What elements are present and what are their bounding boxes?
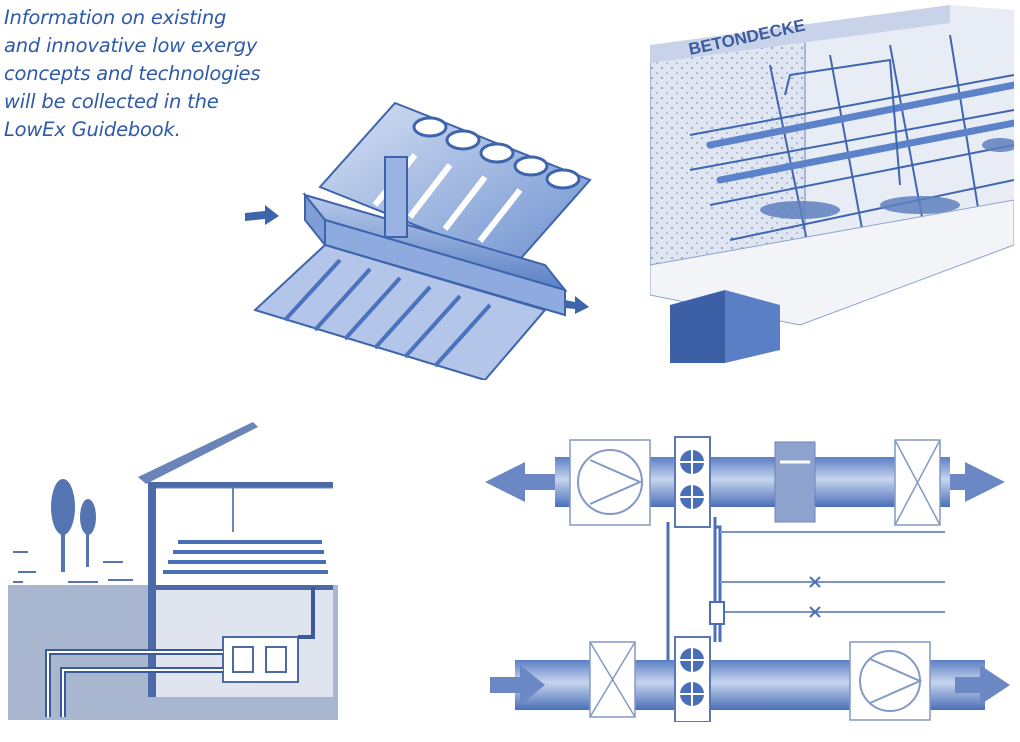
caption-line-5: LowEx Guidebook. [4, 118, 181, 141]
caption-text: Information on existing and innovative l… [4, 4, 274, 144]
radiant-panel-illustration [245, 95, 605, 380]
caption-line-4: will be collected in the [4, 90, 219, 113]
caption-line-3: concepts and technologies [4, 62, 261, 85]
caption-line-1: Information on existing [4, 6, 227, 29]
house-ground-heat-illustration [8, 422, 338, 720]
caption-line-2: and innovative low exergy [4, 34, 258, 57]
concrete-slab-illustration: BETONDECKE [650, 5, 1014, 363]
ventilation-schematic-illustration [485, 422, 1015, 722]
